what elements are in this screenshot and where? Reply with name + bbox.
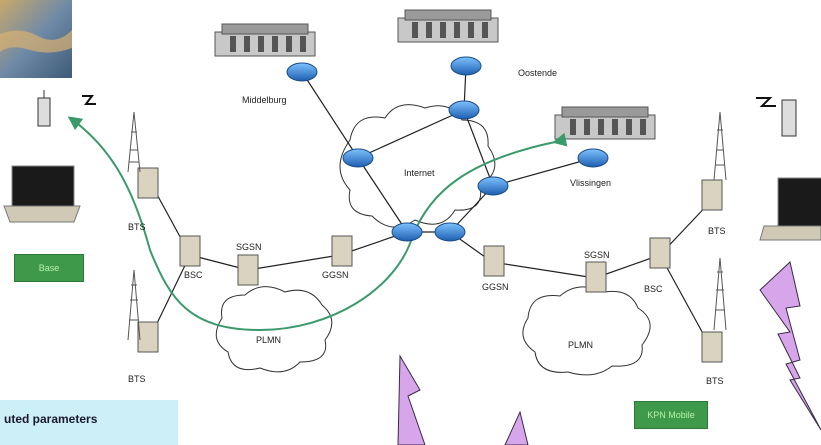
- router-core-left-icon: [342, 148, 374, 168]
- bts-left-bottom-box-icon: [137, 321, 159, 353]
- sgsn-left-icon: [237, 254, 259, 286]
- packet-route-arrow: [67, 116, 568, 332]
- label-bts-right-bottom: BTS: [706, 376, 724, 386]
- lightning-bolt-bottom-left-icon: [397, 354, 426, 445]
- ggsn-right-icon: [483, 245, 505, 277]
- base-label-box: Base: [14, 254, 84, 282]
- ggsn-left-icon: [331, 235, 353, 267]
- label-plmn-right: PLMN: [568, 340, 593, 350]
- kpn-mobile-label-box: KPN Mobile: [634, 401, 708, 429]
- label-oostende: Oostende: [518, 68, 557, 78]
- bts-left-top-box-icon: [137, 167, 159, 199]
- label-ggsn-left: GGSN: [322, 270, 349, 280]
- label-internet: Internet: [404, 168, 435, 178]
- phone-right-icon: [756, 97, 797, 137]
- sgsn-right-icon: [585, 261, 607, 293]
- server-building-oostende: [397, 9, 499, 43]
- label-sgsn-left: SGSN: [236, 242, 262, 252]
- label-middelburg: Middelburg: [242, 95, 287, 105]
- antenna-towers: [127, 111, 727, 341]
- phone-left-icon: [37, 90, 96, 127]
- tower-right-bottom-icon: [713, 257, 727, 331]
- bsc-right-icon: [649, 237, 671, 269]
- label-bsc-left: BSC: [184, 270, 203, 280]
- server-building-vlissingen: [554, 106, 656, 140]
- label-vlissingen: Vlissingen: [570, 178, 611, 188]
- laptop-right-icon: [759, 177, 821, 241]
- lightning-bolt-bottom-right-icon: [504, 410, 529, 445]
- plmn-right-cloud: [522, 286, 651, 376]
- network-nodes: [137, 167, 723, 363]
- label-bts-left-bottom: BTS: [128, 374, 146, 384]
- router-bottom-right-icon: [434, 222, 466, 242]
- label-bsc-right: BSC: [644, 284, 663, 294]
- caption-panel: uted parameters: [0, 400, 178, 445]
- laptop-left-icon: [3, 165, 81, 223]
- lightning-bolt-right-icon: [759, 261, 821, 431]
- router-bottom-left-icon: [391, 222, 423, 242]
- router-icons: [286, 56, 609, 242]
- server-building-middelburg: [214, 23, 316, 57]
- tower-right-top-icon: [713, 111, 727, 181]
- tower-left-bottom-icon: [127, 269, 141, 341]
- router-core-right-icon: [477, 176, 509, 196]
- label-bts-right-top: BTS: [708, 226, 726, 236]
- bts-right-top-box-icon: [701, 179, 723, 211]
- router-vlissingen-icon: [577, 148, 609, 168]
- label-ggsn-right: GGSN: [482, 282, 509, 292]
- router-core-top-icon: [448, 100, 480, 120]
- router-oostende-icon: [450, 56, 482, 76]
- tower-left-top-icon: [127, 111, 141, 173]
- caption-text: uted parameters: [4, 412, 98, 426]
- label-plmn-left: PLMN: [256, 335, 281, 345]
- router-middelburg-icon: [286, 62, 318, 82]
- label-sgsn-right: SGSN: [584, 250, 610, 260]
- label-bts-left-top: BTS: [128, 222, 146, 232]
- bts-right-bottom-box-icon: [701, 331, 723, 363]
- bsc-left-icon: [179, 235, 201, 267]
